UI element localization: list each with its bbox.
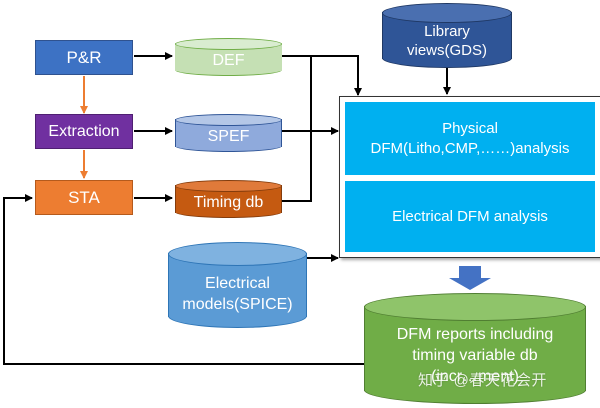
physical-dfm-line-2: DFM(Litho,CMP,……)analysis bbox=[370, 139, 570, 157]
line-timing-db-bus bbox=[282, 56, 312, 202]
arrow-reports-feedback-to-sta bbox=[3, 194, 364, 365]
big-down-arrow bbox=[449, 266, 491, 290]
library-views-database: Library views(GDS) bbox=[382, 3, 512, 68]
electrical-dfm-label: Electrical DFM analysis bbox=[392, 208, 548, 225]
electrical-models-label: Electrical models(SPICE) bbox=[168, 266, 307, 322]
electrical-models-line-1: Electrical bbox=[205, 275, 270, 292]
def-label: DEF bbox=[212, 52, 245, 69]
physical-dfm-line-1: Physical bbox=[442, 119, 498, 137]
timing-db-database: Timing db bbox=[175, 180, 282, 218]
library-views-label: Library views(GDS) bbox=[382, 18, 512, 64]
spef-label: SPEF bbox=[207, 128, 250, 145]
dfm-reports-database: DFM reports including timing variable db… bbox=[364, 293, 586, 404]
physical-dfm-box: Physical DFM(Litho,CMP,……)analysis bbox=[345, 102, 595, 175]
spef-database: SPEF bbox=[175, 114, 282, 152]
library-views-line-2: views(GDS) bbox=[406, 42, 487, 59]
extraction-box: Extraction bbox=[35, 114, 133, 149]
library-views-line-1: Library bbox=[424, 23, 470, 40]
sta-label: STA bbox=[68, 187, 100, 207]
electrical-models-line-2: models(SPICE) bbox=[182, 296, 293, 313]
dfm-reports-line-2: timing variable db bbox=[412, 347, 538, 364]
extraction-label: Extraction bbox=[48, 122, 120, 140]
pr-label: P&R bbox=[66, 47, 102, 67]
dfm-reports-label: DFM reports including timing variable db… bbox=[364, 321, 586, 390]
watermark: 知乎 @春天花会开 bbox=[418, 372, 547, 389]
timing-db-label: Timing db bbox=[193, 194, 264, 211]
pr-box: P&R bbox=[35, 40, 133, 75]
arrow-def-to-analysis bbox=[282, 55, 362, 96]
sta-box: STA bbox=[35, 180, 133, 215]
def-database: DEF bbox=[175, 38, 282, 76]
dfm-reports-line-3: (incr…ment) bbox=[430, 368, 519, 385]
electrical-dfm-box: Electrical DFM analysis bbox=[345, 181, 595, 252]
electrical-models-database: Electrical models(SPICE) bbox=[168, 242, 307, 328]
dfm-analysis-container: Physical DFM(Litho,CMP,……)analysis Elect… bbox=[339, 96, 600, 258]
dfm-reports-line-1: DFM reports including bbox=[396, 326, 554, 343]
